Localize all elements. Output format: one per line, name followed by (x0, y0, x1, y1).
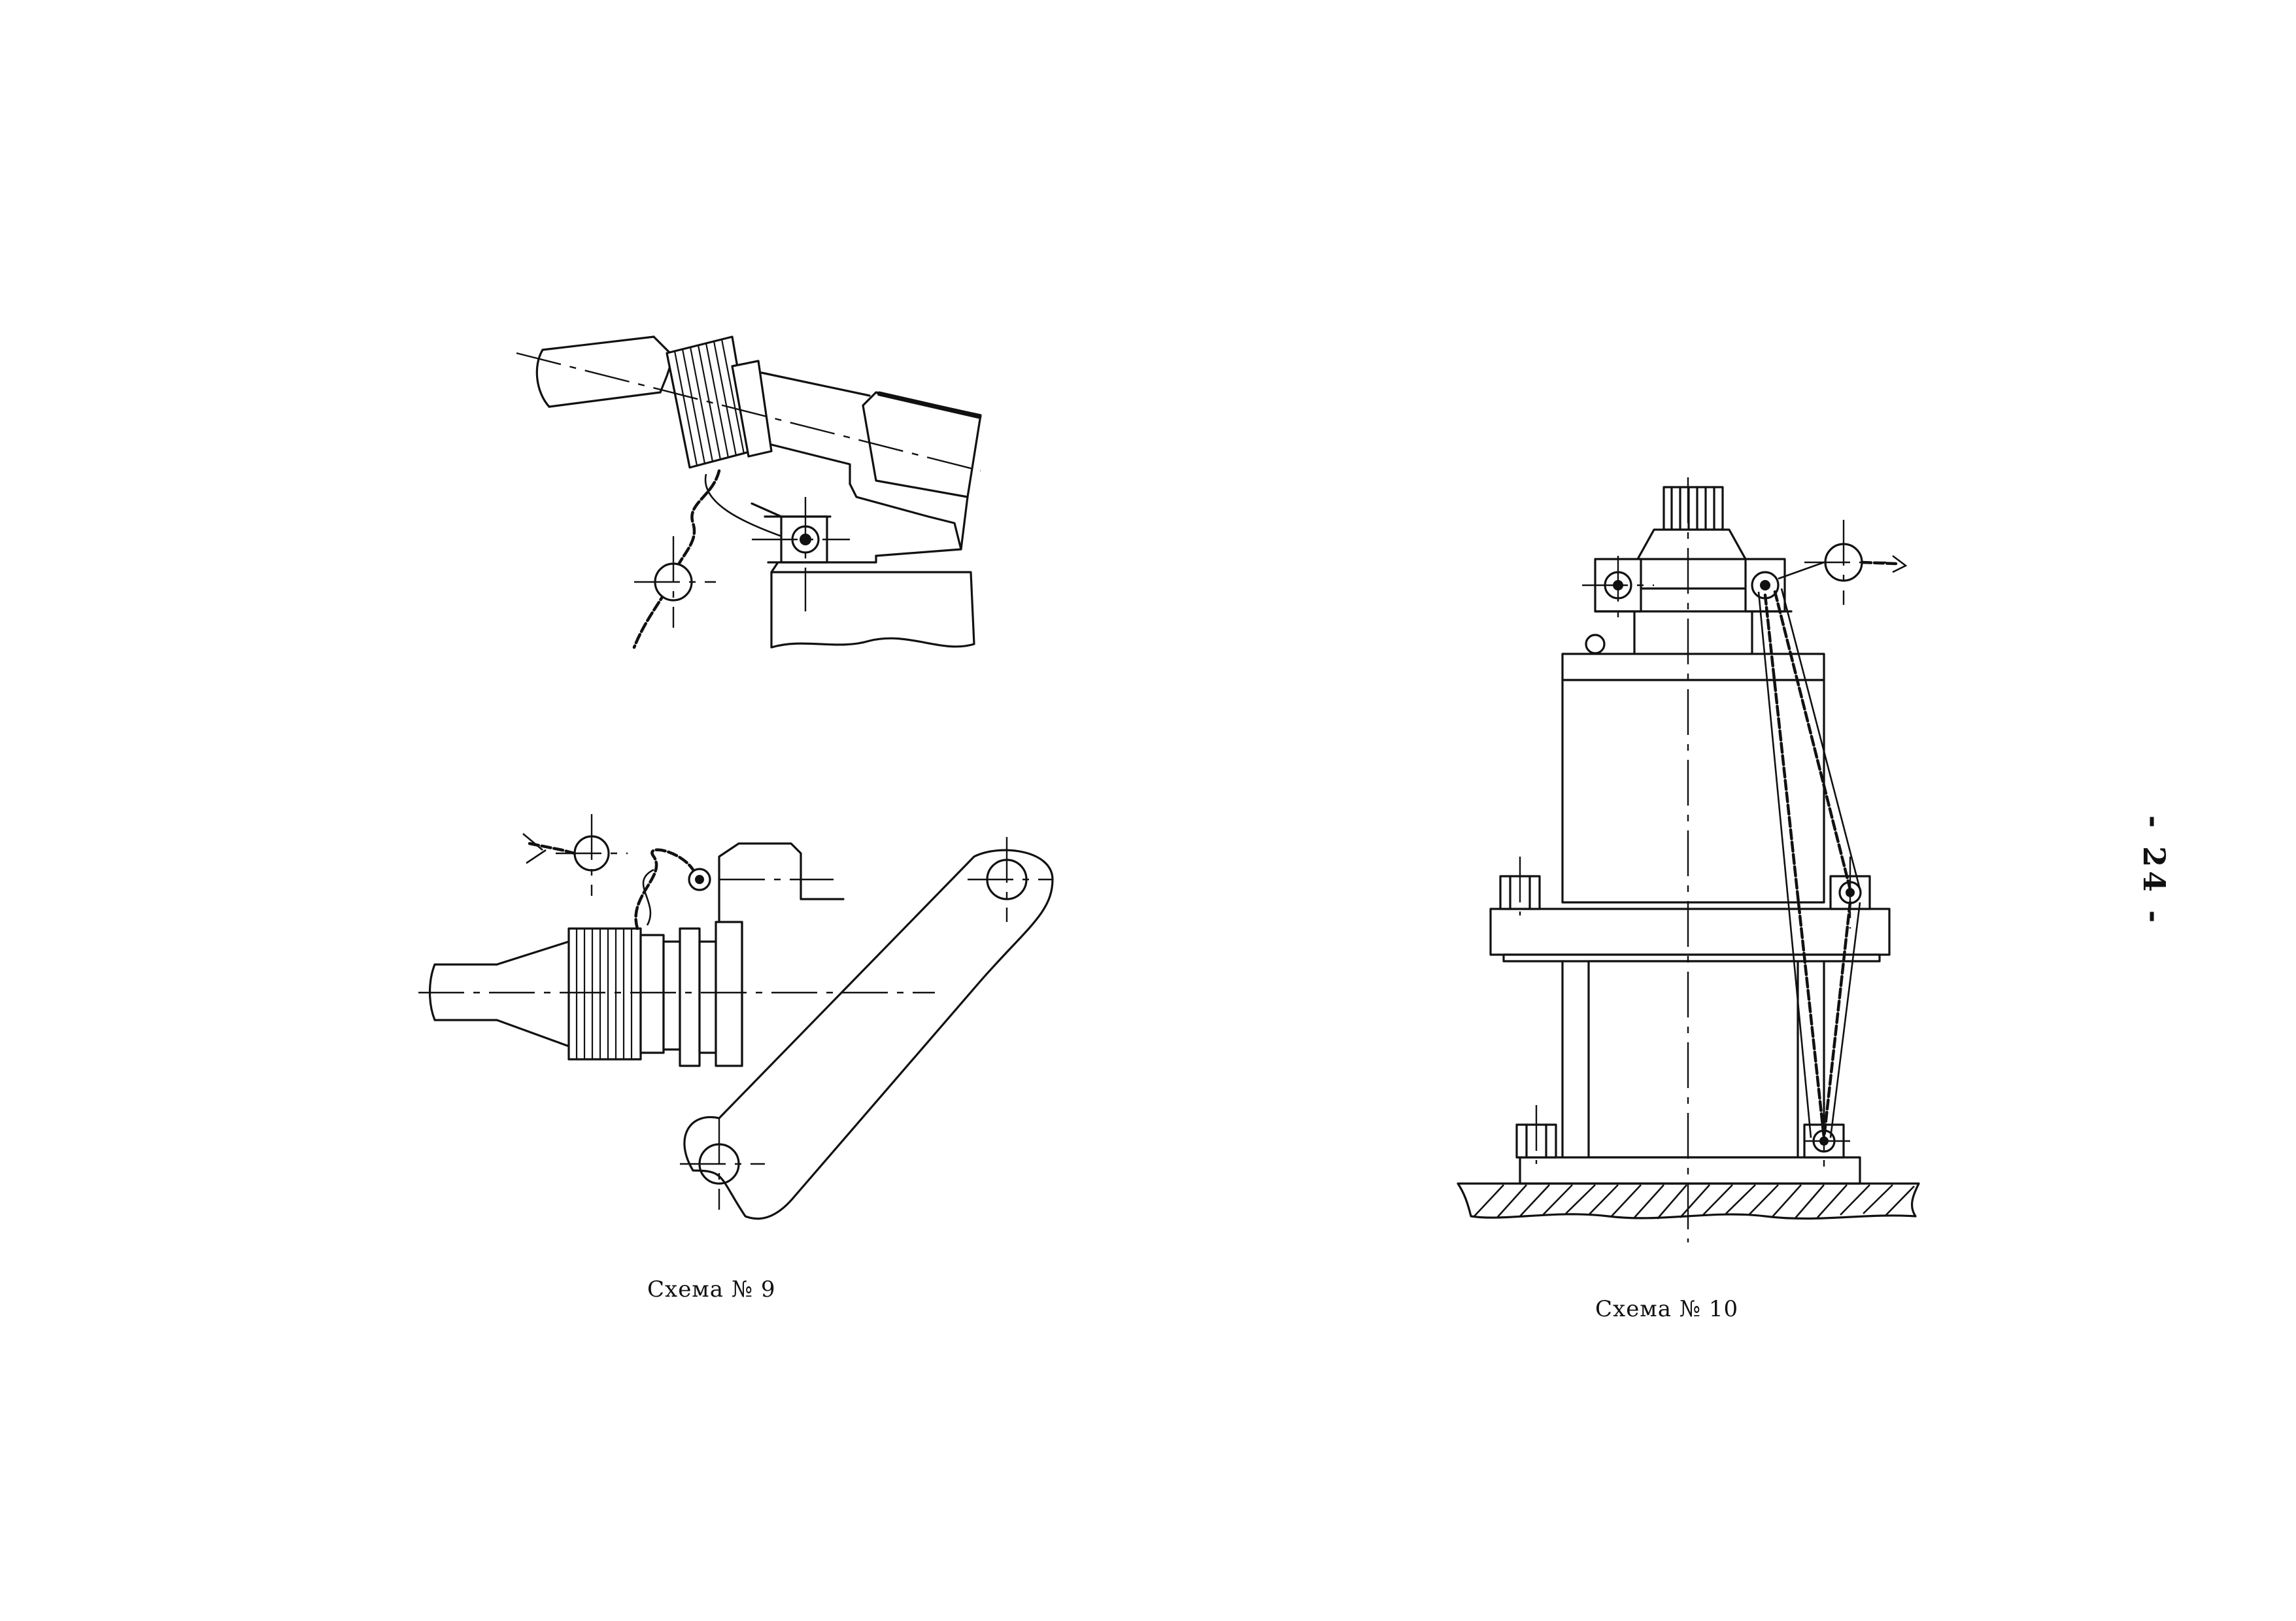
caption-scheme-9: Схема № 9 (647, 1276, 776, 1303)
top-pins (1663, 486, 1724, 531)
mounting-base-hatched (1457, 1182, 1920, 1220)
link-arm (680, 837, 1054, 1220)
knurled-coupling-nut (666, 335, 773, 469)
lead-seal-3 (1804, 520, 1908, 605)
caption-scheme-10: Схема № 10 (1595, 1296, 1739, 1322)
scheme-10-view (1457, 477, 1920, 1242)
page-number: - 24 - (2136, 815, 2172, 927)
scheme-9-top-view (516, 335, 982, 649)
lead-seal (634, 536, 716, 628)
lead-seal-2 (556, 814, 628, 896)
knurled-coupling-nut-2 (567, 927, 642, 1061)
scheme-9-bottom-view (418, 814, 1054, 1220)
